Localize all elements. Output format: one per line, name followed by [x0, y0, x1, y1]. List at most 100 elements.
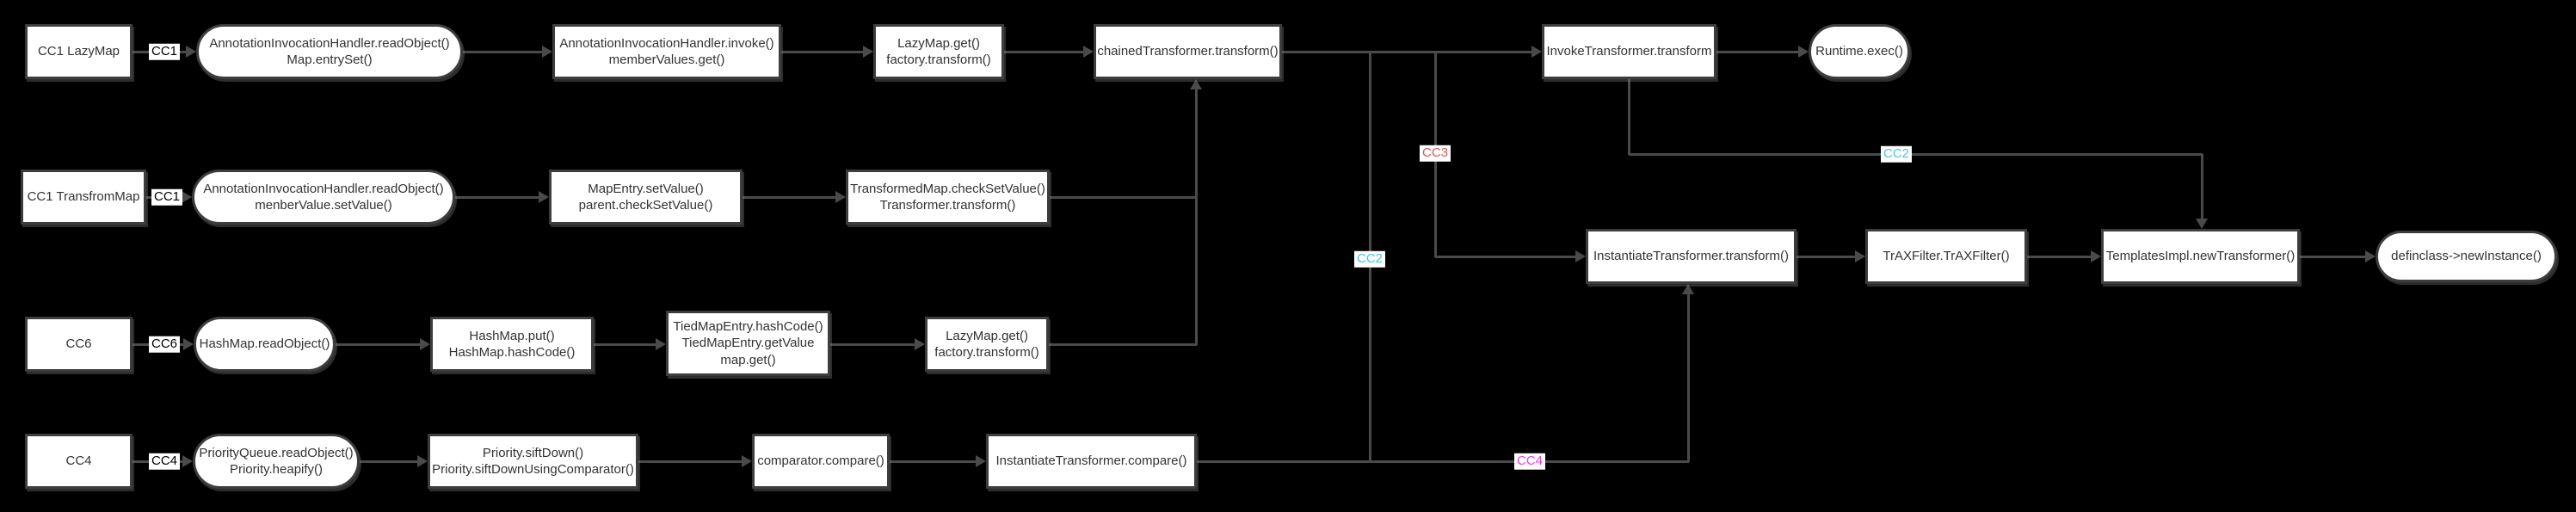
edge-label-cc4-edge-mid[interactable]: CC4 — [1513, 453, 1546, 470]
node-label-line: InstantiateTransformer.compare() — [995, 453, 1187, 469]
node-runtime-exec[interactable]: Runtime.exec() — [1809, 24, 1910, 79]
node-invoketransformer-transform[interactable]: InvokeTransformer.transform — [1542, 24, 1716, 79]
node-mapentry-setvalue[interactable]: MapEntry.setValue()parent.checkSetValue(… — [549, 170, 743, 225]
node-label-line: PriorityQueue.readObject() — [199, 445, 354, 460]
node-label-line: definclass->newInstance() — [2391, 249, 2542, 264]
edge-arrowhead-icon — [1083, 46, 1094, 58]
edge-segment — [1627, 79, 1630, 155]
edge-arrowhead-icon — [835, 191, 846, 203]
edge-arrowhead-icon — [417, 455, 428, 467]
node-label-line: Runtime.exec() — [1815, 44, 1903, 59]
edge-arrowhead-icon — [542, 46, 552, 58]
edge-segment — [1197, 460, 1689, 463]
edge-segment — [2200, 154, 2203, 223]
edge-segment — [1435, 255, 1577, 258]
node-label-line: factory.transform() — [934, 345, 1039, 360]
node-hashmap-readobject[interactable]: HashMap.readObject() — [194, 317, 336, 372]
edge-segment — [1194, 86, 1198, 345]
node-templatesimpl-newtransformer[interactable]: TemplatesImpl.newTransformer() — [2101, 229, 2300, 284]
node-aih-invoke[interactable]: AnnotationInvocationHandler.invoke()memb… — [552, 24, 781, 79]
node-traxfilter[interactable]: TrAXFilter.TrAXFilter() — [1865, 229, 2027, 284]
edge-arrowhead-icon — [1682, 284, 1694, 294]
node-label-line: InstantiateTransformer.transform() — [1593, 249, 1789, 264]
node-label-line: HashMap.readObject() — [199, 336, 330, 352]
node-label-line: Priority.heapify() — [229, 462, 324, 477]
edge-arrowhead-icon — [186, 46, 196, 58]
node-label-line: HashMap.hashCode() — [448, 345, 576, 360]
edge-label-cc2-edge-right[interactable]: CC2 — [1880, 145, 1913, 163]
edge-arrowhead-icon — [656, 338, 666, 350]
edge-label-cc1-transfrommap-edge[interactable]: CC1 — [151, 188, 183, 206]
edge-label-cc4-edge[interactable]: CC4 — [148, 453, 181, 470]
node-lazymap-get-factory-2[interactable]: LazyMap.get()factory.transform() — [925, 317, 1049, 372]
node-transformedmap-checksetvalue[interactable]: TransformedMap.checkSetValue() Transforme… — [846, 170, 1050, 225]
edge-arrowhead-icon — [2196, 219, 2208, 229]
node-label-line: TiedMapEntry.hashCode() — [673, 318, 823, 334]
edge-segment — [1716, 50, 1800, 53]
node-label-line: menberValue.setValue() — [255, 198, 392, 213]
edge-arrowhead-icon — [2365, 250, 2376, 262]
edge-segment — [890, 460, 977, 463]
edge-arrowhead-icon — [1798, 46, 1809, 58]
node-priority-siftdown[interactable]: Priority.siftDown()Priority.siftDownUsin… — [428, 434, 638, 489]
node-label-line: AnnotationInvocationHandler.readObject() — [203, 181, 444, 196]
node-priorityqueue-readobject[interactable]: PriorityQueue.readObject() Priority.heapi… — [193, 434, 360, 489]
node-definclass-newinstance[interactable]: definclass->newInstance() — [2376, 231, 2557, 282]
edge-label-cc2-edge-left[interactable]: CC2 — [1353, 250, 1386, 268]
edge-segment — [1282, 50, 1533, 53]
edge-segment — [594, 342, 657, 346]
edge-segment — [2300, 255, 2367, 258]
edge-arrowhead-icon — [863, 46, 873, 58]
edge-segment — [638, 460, 743, 463]
edge-label-cc3-edge[interactable]: CC3 — [1419, 145, 1451, 162]
node-label-line: TiedMapEntry.getValue — [681, 336, 815, 351]
node-label-line: TransformedMap.checkSetValue() — [850, 181, 1045, 196]
node-label-line: LazyMap.get() — [897, 35, 980, 51]
node-cc1-lazymap[interactable]: CC1 LazyMap — [25, 24, 132, 79]
node-cc4[interactable]: CC4 — [25, 434, 132, 489]
node-cc6[interactable]: CC6 — [25, 317, 132, 372]
edge-arrowhead-icon — [183, 338, 194, 350]
node-label-line: AnnotationInvocationHandler.readObject() — [209, 35, 450, 51]
edge-arrowhead-icon — [182, 191, 192, 203]
edge-segment — [455, 195, 540, 199]
edge-segment — [336, 342, 422, 346]
node-label-line: map.get() — [720, 352, 776, 367]
node-aih-readobject-entryset[interactable]: AnnotationInvocationHandler.readObject()… — [196, 24, 463, 79]
edge-arrowhead-icon — [2091, 250, 2101, 262]
node-cc1-transfrommap[interactable]: CC1 TransfromMap — [21, 170, 146, 225]
edge-segment — [1004, 50, 1085, 53]
node-label-line: CC4 — [65, 453, 92, 469]
node-label-line: Transformer.transform() — [879, 198, 1016, 213]
edge-arrowhead-icon — [420, 338, 430, 350]
edge-arrowhead-icon — [539, 191, 549, 203]
edge-segment — [1796, 255, 1857, 258]
node-label-line: HashMap.put() — [469, 328, 555, 343]
node-label-line: comparator.compare() — [757, 453, 884, 469]
node-instantiatetransformer-compare[interactable]: InstantiateTransformer.compare() — [986, 434, 1197, 489]
edge-segment — [360, 460, 419, 463]
node-aih-readobject-setvalue[interactable]: AnnotationInvocationHandler.readObject()… — [192, 170, 455, 225]
edge-segment — [1686, 291, 1690, 462]
node-label-line: Priority.siftDownUsingComparator() — [432, 462, 634, 477]
edge-segment — [2027, 255, 2092, 258]
edge-label-cc6-edge[interactable]: CC6 — [148, 336, 181, 353]
node-label-line: chainedTransformer.transform() — [1097, 44, 1279, 59]
edge-arrowhead-icon — [742, 455, 752, 467]
node-chainedtransformer-transform[interactable]: chainedTransformer.transform() — [1094, 24, 1282, 79]
node-hashmap-put-hashcode[interactable]: HashMap.put() HashMap.hashCode() — [430, 317, 594, 372]
node-instantiatetransformer-transform[interactable]: InstantiateTransformer.transform() — [1586, 229, 1796, 284]
node-lazymap-get-factory-1[interactable]: LazyMap.get()factory.transform() — [873, 24, 1004, 79]
node-label-line: TemplatesImpl.newTransformer() — [2105, 249, 2296, 264]
edge-segment — [463, 50, 544, 53]
node-label-line: AnnotationInvocationHandler.invoke() — [559, 35, 774, 51]
node-comparator-compare[interactable]: comparator.compare() — [752, 434, 890, 489]
node-label-line: MapEntry.setValue() — [588, 181, 704, 196]
node-label-line: Map.entrySet() — [287, 52, 373, 67]
edge-arrowhead-icon — [1575, 250, 1586, 262]
node-label-line: factory.transform() — [886, 52, 991, 67]
edge-segment — [830, 342, 916, 346]
node-tiedmapentry[interactable]: TiedMapEntry.hashCode() TiedMapEntry.getV… — [666, 311, 830, 376]
edge-label-cc1-lazymap-edge[interactable]: CC1 — [148, 43, 181, 60]
